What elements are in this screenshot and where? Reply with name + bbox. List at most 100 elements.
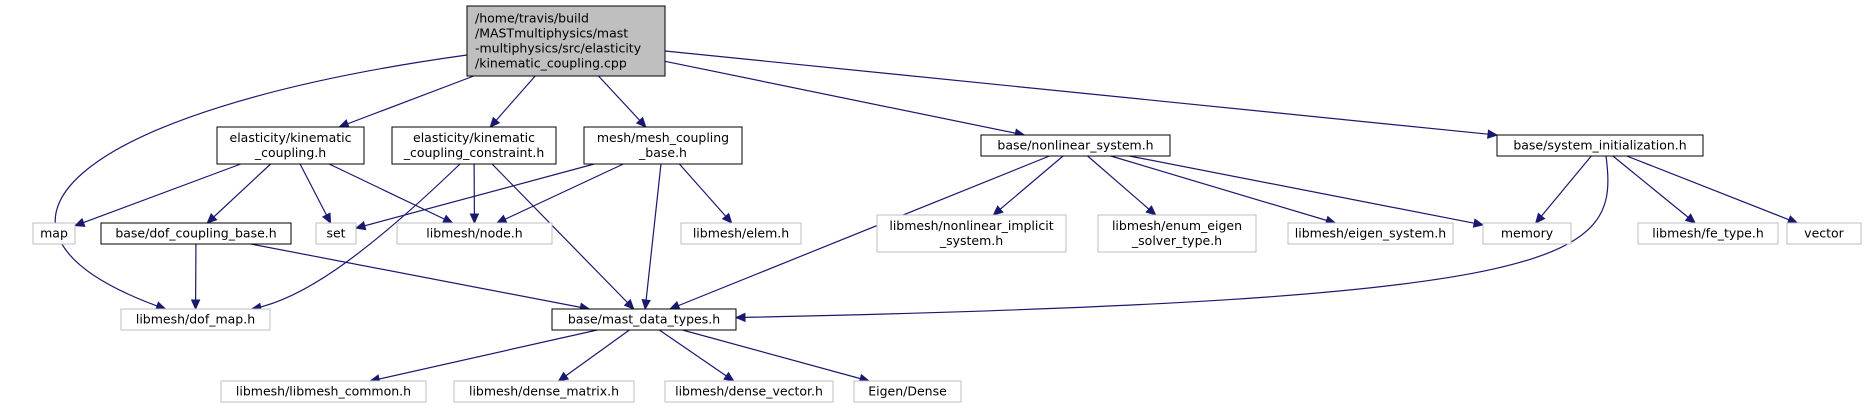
- node-vector: vector: [1786, 222, 1862, 245]
- node-box-lc_h: [220, 380, 427, 403]
- arrowhead-mcb_h-to-node_h: [495, 214, 508, 224]
- node-label-mcb_h: _base.h: [638, 145, 687, 160]
- node-label-es_h: libmesh/eigen_system.h: [1295, 226, 1446, 241]
- node-kcc_h[interactable]: elasticity/kinematic_coupling_constraint…: [391, 126, 557, 165]
- arrowhead-root-to-mcb_h: [635, 116, 647, 128]
- node-label-kcc_h: elasticity/kinematic: [413, 130, 535, 145]
- edge-kcc_h-to-mdt_h: [491, 163, 635, 310]
- arrowhead-root-to-kcc_h: [489, 116, 501, 128]
- node-label-dofmap_h: libmesh/dof_map.h: [136, 312, 255, 327]
- node-fet_h: libmesh/fe_type.h: [1637, 222, 1779, 245]
- node-root[interactable]: /home/travis/build/MASTmultiphysics/mast…: [466, 5, 666, 77]
- edge-root-to-mcb_h: [598, 75, 647, 128]
- node-label-root: -multiphysics/src/elasticity: [475, 41, 642, 56]
- node-label-elem_h: libmesh/elem.h: [693, 226, 789, 241]
- edge-root-to-dofmap_h: [54, 54, 468, 310]
- node-eest_h: libmesh/enum_eigen_solver_type.h: [1097, 214, 1257, 253]
- edge-mcb_h-to-mdt_h: [644, 163, 662, 310]
- node-box-dofmap_h: [120, 308, 271, 331]
- arrowhead-kcc_h-to-mdt_h: [623, 298, 635, 310]
- edge-mcb_h-to-elem_h: [678, 163, 733, 224]
- node-nls_h[interactable]: base/nonlinear_system.h: [980, 134, 1171, 157]
- node-label-memory: memory: [1501, 226, 1554, 241]
- node-box-dv_h: [664, 380, 834, 403]
- arrowhead-mcb_h-to-mdt_h: [641, 299, 651, 311]
- node-box-root: [466, 5, 666, 77]
- node-label-kc_h: elasticity/kinematic: [230, 130, 352, 145]
- node-box-mdt_h: [551, 308, 737, 331]
- node-label-eest_h: _solver_type.h: [1131, 233, 1222, 248]
- arrowhead-nls_h-to-eest_h: [1145, 205, 1157, 216]
- node-label-dm_h: libmesh/dense_matrix.h: [469, 384, 619, 399]
- node-label-mdt_h: base/mast_data_types.h: [568, 312, 720, 327]
- node-memory: memory: [1482, 222, 1572, 245]
- arrowhead-root-to-si_h: [1487, 129, 1499, 139]
- edge-root-to-kc_h: [339, 75, 474, 128]
- node-set: set: [315, 222, 357, 245]
- node-box-node_h: [396, 222, 553, 245]
- node-label-fet_h: libmesh/fe_type.h: [1652, 226, 1764, 241]
- arrowhead-mcb_h-to-set: [354, 221, 367, 231]
- edge-mcb_h-to-node_h: [496, 163, 624, 224]
- node-label-eigen: Eigen/Dense: [868, 384, 947, 399]
- edge-root-to-nls_h: [664, 60, 1025, 136]
- node-dcb_h[interactable]: base/dof_coupling_base.h: [100, 222, 292, 245]
- arrowhead-si_h-to-mdt_h: [734, 312, 746, 323]
- graph-edges: [54, 50, 1799, 384]
- edge-nls_h-to-memory: [1129, 155, 1484, 226]
- node-label-si_h: base/system_initialization.h: [1513, 138, 1686, 153]
- node-label-kcc_h: _coupling_constraint.h: [403, 145, 545, 160]
- arrowhead-kcc_h-to-node_h: [469, 213, 480, 225]
- edge-mdt_h-to-dv_h: [658, 329, 735, 382]
- node-box-nis_h: [876, 214, 1067, 253]
- edge-mcb_h-to-set: [355, 163, 595, 229]
- node-elem_h: libmesh/elem.h: [680, 222, 802, 245]
- edge-mdt_h-to-dm_h: [558, 329, 630, 382]
- edge-nls_h-to-eest_h: [1087, 155, 1157, 216]
- node-label-root: /MASTmultiphysics/mast: [475, 26, 628, 41]
- node-label-nls_h: base/nonlinear_system.h: [997, 138, 1153, 153]
- node-label-kc_h: _coupling.h: [254, 145, 326, 160]
- edge-nls_h-to-es_h: [1110, 155, 1336, 224]
- node-mcb_h[interactable]: mesh/mesh_coupling_base.h: [583, 126, 743, 165]
- edge-kc_h-to-node_h: [328, 163, 453, 224]
- node-label-vector: vector: [1804, 226, 1845, 241]
- node-box-eigen: [853, 380, 962, 403]
- edge-kc_h-to-dcb_h: [206, 163, 272, 224]
- node-label-nis_h: _system.h: [939, 233, 1003, 248]
- node-mdt_h[interactable]: base/mast_data_types.h: [551, 308, 737, 331]
- edge-kc_h-to-map: [74, 163, 241, 227]
- node-node_h: libmesh/node.h: [396, 222, 553, 245]
- arrowhead-si_h-to-vector: [1786, 215, 1799, 224]
- node-eigen: Eigen/Dense: [853, 380, 962, 403]
- node-box-vector: [1786, 222, 1862, 245]
- node-box-mcb_h: [583, 126, 743, 165]
- node-box-fet_h: [1637, 222, 1779, 245]
- edge-root-to-si_h: [664, 50, 1498, 136]
- edge-root-to-kcc_h: [489, 75, 536, 128]
- node-box-elem_h: [680, 222, 802, 245]
- node-label-root: /home/travis/build: [475, 11, 589, 26]
- edge-si_h-to-memory: [1535, 155, 1592, 224]
- arrowhead-kc_h-to-dcb_h: [206, 213, 218, 224]
- arrowhead-nls_h-to-mdt_h: [668, 301, 681, 310]
- node-kc_h[interactable]: elasticity/kinematic_coupling.h: [216, 126, 365, 165]
- node-box-nls_h: [980, 134, 1171, 157]
- node-label-node_h: libmesh/node.h: [426, 226, 522, 241]
- node-si_h[interactable]: base/system_initialization.h: [1496, 134, 1704, 157]
- node-dv_h: libmesh/dense_vector.h: [664, 380, 834, 403]
- node-label-root: /kinematic_coupling.cpp: [475, 56, 627, 71]
- edge-mdt_h-to-lc_h: [370, 329, 598, 382]
- node-label-map: map: [40, 226, 68, 241]
- node-box-es_h: [1287, 222, 1454, 245]
- edge-nls_h-to-mdt_h: [669, 155, 1050, 310]
- node-dofmap_h: libmesh/dof_map.h: [120, 308, 271, 331]
- node-box-map: [32, 222, 76, 245]
- node-box-si_h: [1496, 134, 1704, 157]
- node-label-mcb_h: mesh/mesh_coupling: [597, 130, 729, 145]
- node-box-kcc_h: [391, 126, 557, 165]
- node-nis_h: libmesh/nonlinear_implicit_system.h: [876, 214, 1067, 253]
- arrowhead-si_h-to-fet_h: [1684, 213, 1697, 224]
- node-label-dv_h: libmesh/dense_vector.h: [675, 384, 823, 399]
